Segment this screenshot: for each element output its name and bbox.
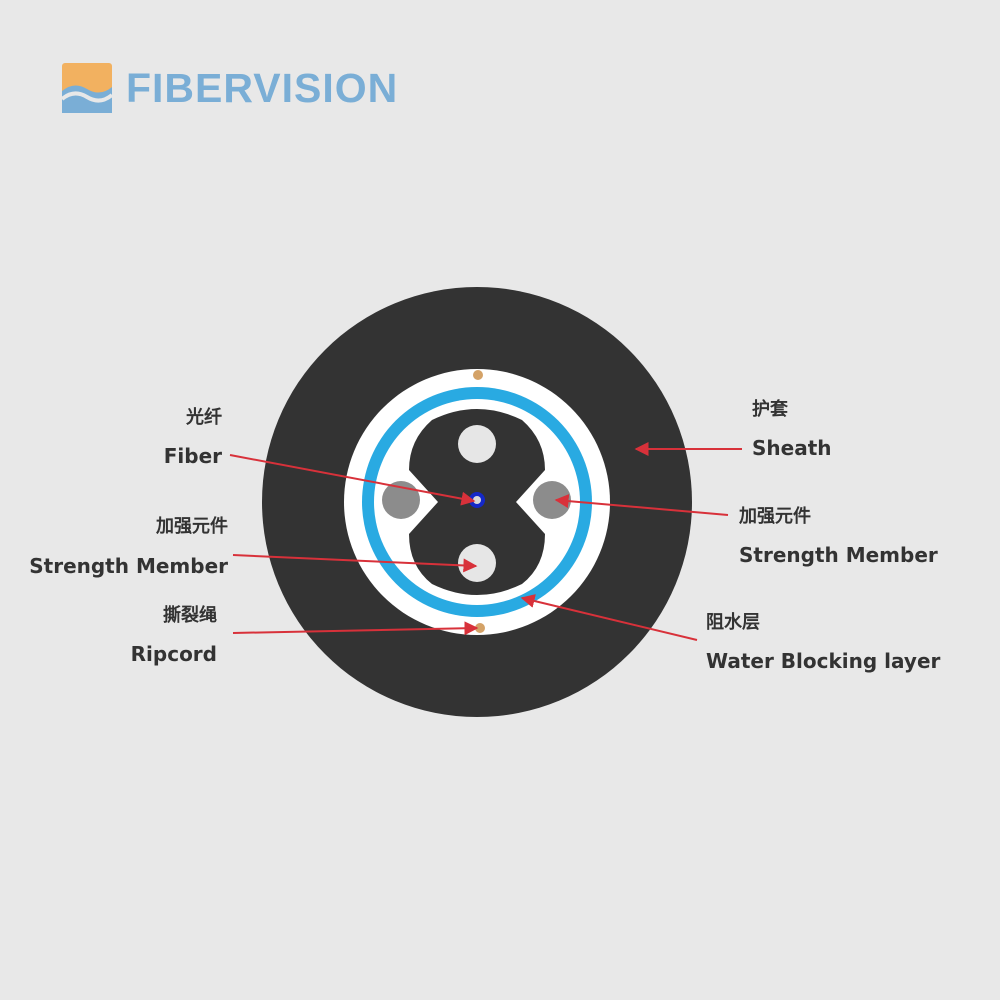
fiber-label-cn: 光纤 (186, 407, 222, 428)
strength-right-label-en: Strength Member (739, 543, 938, 567)
fiber-core-inner (473, 496, 481, 504)
strength-right-callout-arrow (554, 494, 729, 516)
core-hole-bottom (458, 544, 496, 582)
water-blocking-label-en: Water Blocking layer (706, 649, 941, 673)
ripcord-label-en: Ripcord (130, 642, 217, 666)
core-hole-top (458, 425, 496, 463)
brand-name: FIBERVISION (126, 64, 399, 111)
ripcord-label-cn: 撕裂绳 (163, 605, 217, 626)
brand-logo: FIBERVISION (62, 62, 398, 114)
ripcord-callout-arrow (232, 621, 479, 636)
water-blocking-label-cn: 阻水层 (706, 612, 760, 633)
strength-left-callout-arrow (232, 554, 478, 573)
strength-right-label-cn: 加强元件 (739, 506, 811, 527)
ripcord-top (473, 370, 483, 380)
wave-logo-icon (62, 63, 112, 113)
strength-member-left (382, 481, 420, 519)
fiber-label-en: Fiber (163, 444, 222, 468)
sheath-label-cn: 护套 (752, 399, 788, 420)
strength-left-label-cn: 加强元件 (156, 516, 228, 537)
strength-left-label-en: Strength Member (29, 554, 228, 578)
water-blocking-callout-arrow (520, 594, 698, 641)
strength-member-right (533, 481, 571, 519)
fiber-callout-arrow (229, 454, 476, 506)
sheath-label-en: Sheath (752, 436, 832, 460)
